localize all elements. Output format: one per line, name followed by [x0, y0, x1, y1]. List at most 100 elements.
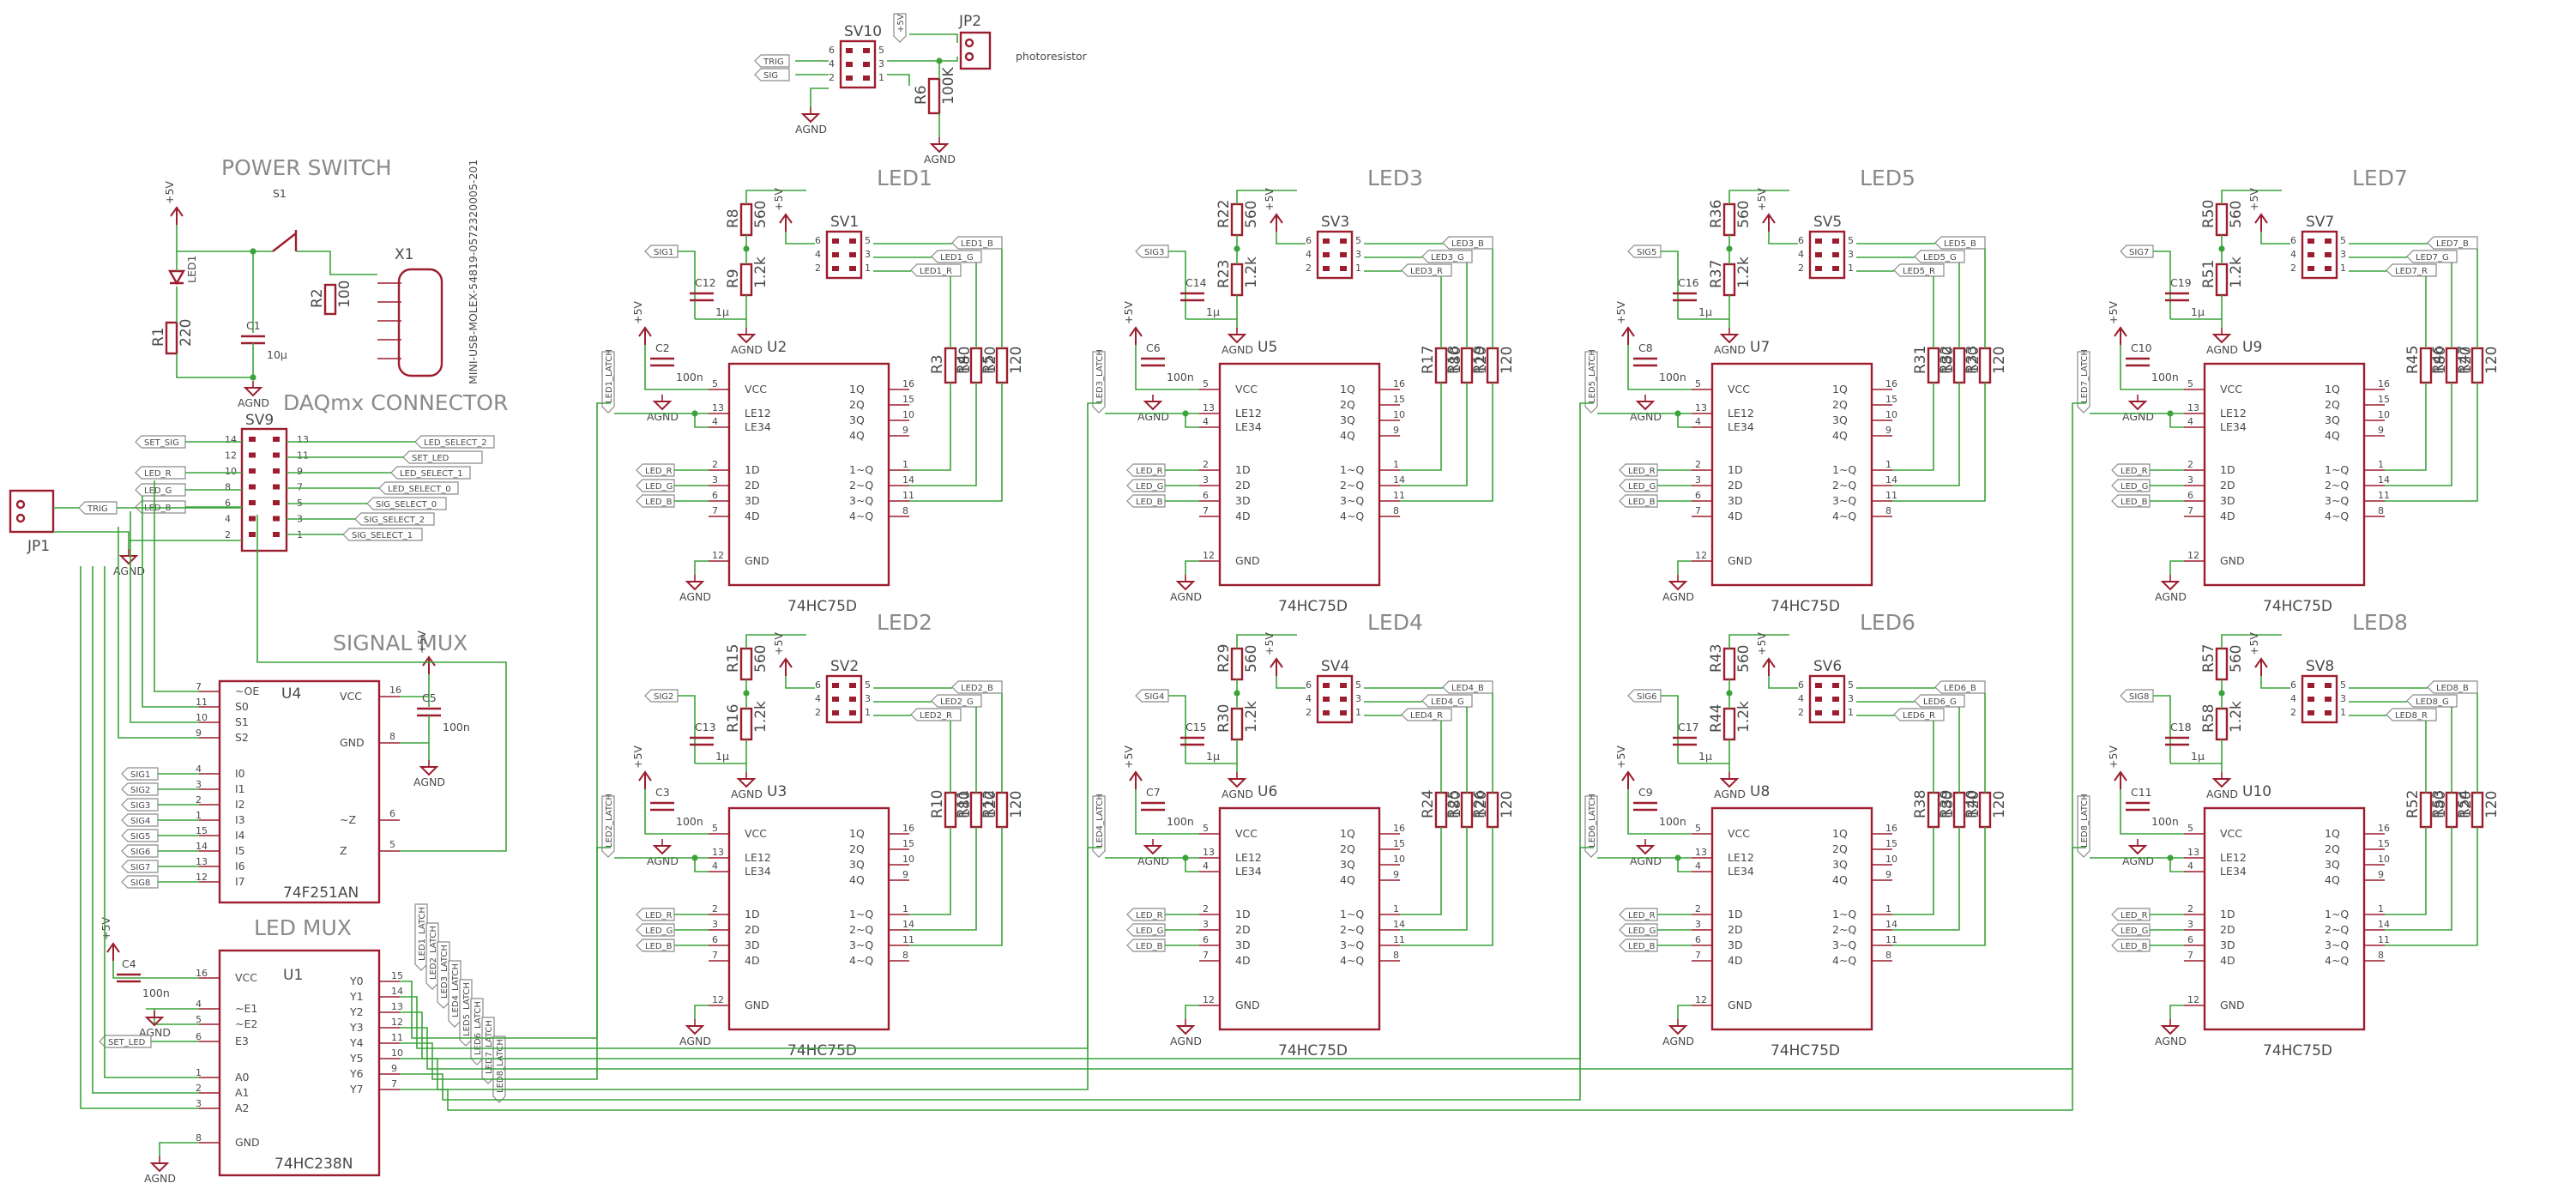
- latch-pin-name: 4Q: [2325, 429, 2340, 442]
- ground-icon: [1175, 1025, 1196, 1035]
- latch-pin-number: 14: [2378, 919, 2390, 930]
- power-arrow-icon: [2254, 657, 2268, 676]
- net-tag-label: SIG7: [130, 863, 150, 872]
- latch-pin-name: 4D: [1728, 954, 1743, 967]
- latch-chip-ref: U2: [767, 339, 787, 356]
- header-pin: [832, 266, 839, 271]
- capacitor-value: 100n: [1659, 815, 1686, 828]
- resistor-ref: R47: [2456, 346, 2473, 374]
- resistor-ref: R12: [980, 790, 998, 818]
- resistor-body: [2215, 202, 2229, 237]
- wire: [1400, 383, 1442, 471]
- wire: [909, 827, 977, 931]
- net-tag-label: LED_G: [1628, 482, 1656, 492]
- header-pin: [2325, 710, 2332, 715]
- resistor-value: 220: [178, 319, 195, 347]
- jp2-pin: [964, 38, 974, 48]
- resistor-ref: R33: [1964, 346, 1981, 374]
- wire: [159, 1142, 199, 1156]
- resistor-ref: R3: [929, 354, 946, 374]
- header-pin-number: 6: [2290, 679, 2296, 691]
- latch-pin-name: 2Q: [849, 398, 865, 411]
- u4-pin-number: 8: [389, 731, 395, 742]
- latch-pin-number: 12: [2187, 550, 2199, 561]
- u1-pin-name: Y4: [349, 1036, 364, 1049]
- wire: [2120, 345, 2184, 390]
- u1-pin-number: 9: [391, 1063, 397, 1074]
- latch-pin-name: 4~Q: [1832, 510, 1856, 522]
- net-tag-label: LED7_LATCH: [2080, 349, 2090, 403]
- wire: [1276, 676, 1306, 689]
- resistor-ref: R11: [955, 790, 972, 818]
- resistor-ref: R52: [2404, 790, 2422, 818]
- ground-icon: [1143, 401, 1163, 411]
- ground-icon: [736, 778, 757, 788]
- wire: [678, 695, 696, 764]
- net-tag-label: LED_SELECT_2: [424, 438, 487, 448]
- resistor-value: 120: [2483, 791, 2501, 818]
- u1-pin-number: 1: [196, 1067, 202, 1078]
- latch-pin-name: 2~Q: [1832, 479, 1856, 492]
- ground-label: AGND: [1714, 343, 1746, 356]
- net-tag-label: LED_R: [1628, 911, 1656, 920]
- jp1-ref: JP1: [27, 538, 50, 555]
- header-pin: [2325, 697, 2332, 702]
- ground-label: AGND: [647, 410, 679, 423]
- led-block-title: LED2: [877, 610, 932, 635]
- latch-pin-name: 3~Q: [849, 494, 873, 507]
- u1-pin-name: Y6: [349, 1067, 364, 1080]
- sv9-pin-number: 9: [297, 466, 303, 477]
- wire: [2169, 858, 2184, 872]
- latch-pin-name: 4D: [2220, 954, 2235, 967]
- latch-pin-number: 1: [1393, 903, 1399, 914]
- latch-pin-number: 4: [2187, 860, 2193, 872]
- header-pin-number: 1: [865, 263, 871, 274]
- latch-chip-ref: U5: [1258, 339, 1277, 356]
- latch-pin-number: 15: [902, 838, 914, 849]
- wire: [1185, 560, 1199, 575]
- latch-chip-part: 74HC75D: [1278, 598, 1348, 615]
- wire: [104, 566, 199, 1078]
- latch-pin-number: 5: [1695, 378, 1701, 389]
- latch-pin-number: 9: [2378, 869, 2384, 880]
- resistor-ref: R57: [2200, 644, 2217, 673]
- wire: [1677, 1005, 1692, 1019]
- u1-pin-name: VCC: [235, 971, 257, 984]
- wire: [1168, 250, 1186, 319]
- latch-pin-number: 10: [1393, 409, 1405, 420]
- u1-chip-body: [218, 949, 381, 1177]
- resistor-body: [2215, 707, 2229, 741]
- net-tag-label: LED6_B: [1944, 684, 1976, 693]
- latch-pin-number: 2: [1695, 459, 1701, 470]
- latch-chip-ref: U3: [767, 783, 787, 800]
- header-ref: SV1: [830, 214, 859, 231]
- wire: [2169, 560, 2184, 575]
- latch-pin-name: LE34: [1728, 420, 1754, 433]
- jp1-pin: [15, 513, 26, 523]
- latch-pin-name: 4D: [745, 510, 760, 522]
- led-icon: [167, 269, 186, 286]
- net-tag-label: LED3_G: [1431, 253, 1464, 263]
- net-tag-label: LED_B: [1628, 942, 1656, 951]
- capacitor-ref: C15: [1185, 721, 1207, 733]
- net-tag-label: SET_SIG: [144, 438, 179, 448]
- rgb-tag: [2427, 236, 2478, 250]
- latch-pin-number: 16: [2378, 823, 2390, 834]
- resistor-body: [1722, 647, 1736, 681]
- header-pin: [2308, 252, 2314, 257]
- latch-pin-number: 9: [1885, 869, 1891, 880]
- latch-pin-number: 2: [712, 903, 718, 914]
- latch-pin-name: VCC: [745, 827, 767, 840]
- latch-pin-name: LE12: [1235, 851, 1262, 864]
- latch-pin-name: 3D: [745, 939, 760, 951]
- net-tag-label: LED_R: [1628, 467, 1656, 476]
- capacitor-value: 1µ: [1206, 305, 1220, 318]
- header-pin: [846, 62, 853, 67]
- header-pin: [2308, 710, 2314, 715]
- ground-icon: [1227, 778, 1247, 788]
- header-pin: [846, 75, 853, 81]
- latch-pin-number: 16: [1393, 378, 1405, 389]
- header-pin-number: 3: [1848, 693, 1854, 704]
- resistor-value: 120: [1991, 347, 2008, 374]
